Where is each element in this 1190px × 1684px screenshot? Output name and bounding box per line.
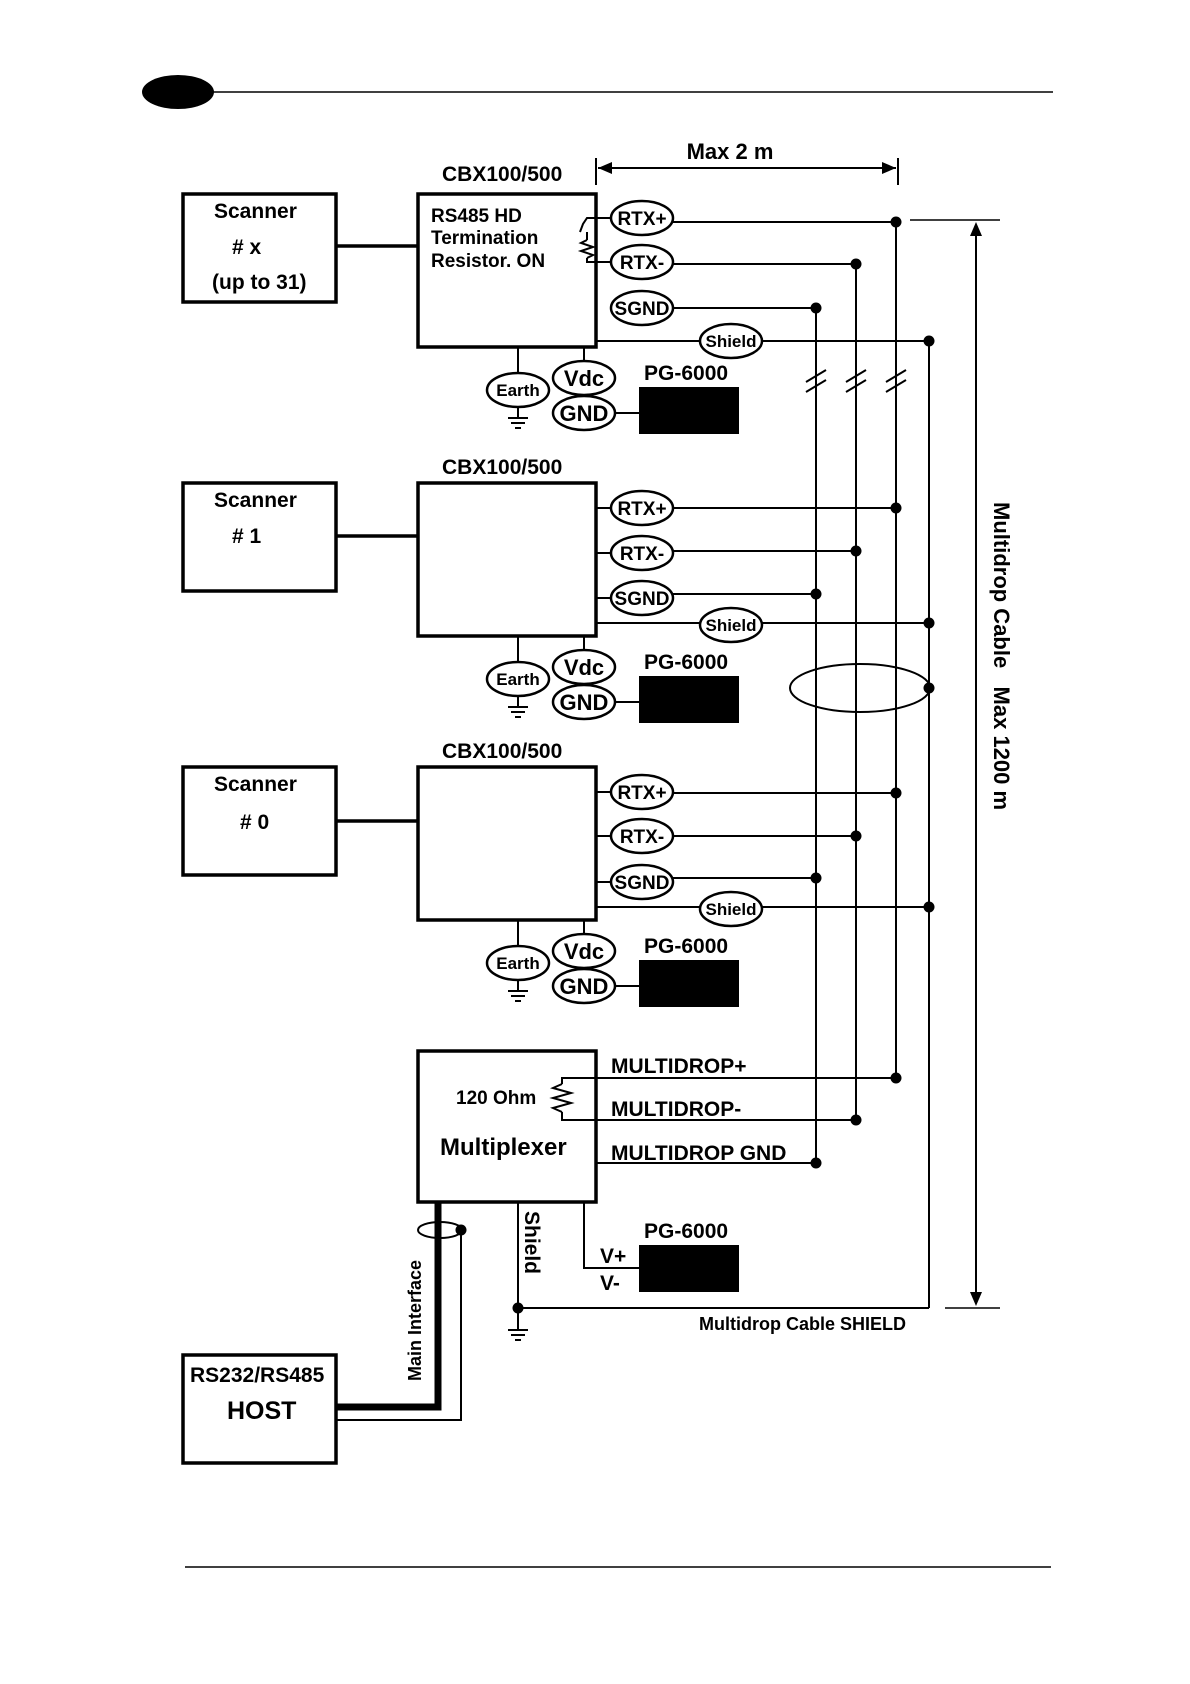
cbx-x-rtx-plus-terminal bbox=[609, 199, 675, 237]
multiplexer-box bbox=[416, 1049, 598, 1204]
cbx-0-box bbox=[416, 765, 598, 922]
multidrop-gnd-label: MULTIDROP GND bbox=[611, 1142, 786, 1165]
v-plus-label: V+ bbox=[600, 1245, 626, 1268]
svg-text:GND: GND bbox=[560, 401, 609, 426]
cbx-1-shield-terminal bbox=[698, 606, 764, 644]
multiplexer-label: Multiplexer bbox=[440, 1134, 567, 1161]
dimension-max-1200m: Multidrop Cable Max 1200 m bbox=[910, 219, 1014, 1309]
scanner-x-label-1: Scanner bbox=[214, 200, 297, 223]
svg-text:Earth: Earth bbox=[496, 670, 539, 689]
svg-text:RTX-: RTX- bbox=[620, 253, 664, 274]
svg-text:# 0: # 0 bbox=[240, 811, 269, 834]
node-scanner-1: Scanner # 1 CBX100/500 RTX+ RTX- SGND Sh… bbox=[181, 456, 935, 723]
cbx-x-box bbox=[416, 192, 598, 349]
pg6000-1-label: PG-6000 bbox=[644, 651, 728, 674]
svg-text:Earth: Earth bbox=[496, 954, 539, 973]
cbx-x-rtx-minus-terminal bbox=[609, 243, 675, 281]
host-label-2: HOST bbox=[227, 1397, 296, 1425]
cbx-0-shield-terminal bbox=[698, 890, 764, 928]
svg-text:RTX+: RTX+ bbox=[617, 783, 666, 804]
dimension-max-2m: Max 2 m bbox=[595, 139, 899, 185]
svg-text:GND: GND bbox=[560, 690, 609, 715]
svg-text:Vdc: Vdc bbox=[564, 939, 604, 964]
multidrop-minus-label: MULTIDROP- bbox=[611, 1098, 741, 1121]
svg-text:RTX+: RTX+ bbox=[617, 209, 666, 230]
svg-text:Scanner: Scanner bbox=[214, 773, 297, 796]
bus-trunks bbox=[789, 222, 931, 1308]
v-minus-label: V- bbox=[600, 1272, 620, 1295]
cbx-x-label: CBX100/500 bbox=[442, 163, 562, 186]
svg-text:RTX+: RTX+ bbox=[617, 499, 666, 520]
termination-line-3: Resistor. ON bbox=[431, 251, 545, 272]
termination-line-2: Termination bbox=[431, 228, 538, 249]
scanner-x-label-2: # x bbox=[232, 236, 262, 259]
pg6000-mux-block bbox=[639, 1245, 739, 1292]
page-tab-marker bbox=[142, 75, 214, 109]
resistor-120-ohm-label: 120 Ohm bbox=[456, 1088, 536, 1109]
svg-text:# 1: # 1 bbox=[232, 525, 262, 548]
svg-text:Shield: Shield bbox=[705, 616, 756, 635]
svg-text:SGND: SGND bbox=[615, 873, 670, 894]
main-interface-label: Main Interface bbox=[405, 1260, 425, 1381]
scanner-1-box bbox=[181, 481, 338, 593]
cbx-1-box bbox=[416, 481, 598, 638]
pg6000-x-block bbox=[639, 387, 739, 434]
svg-text:RTX-: RTX- bbox=[620, 544, 664, 565]
svg-text:Vdc: Vdc bbox=[564, 366, 604, 391]
svg-text:Earth: Earth bbox=[496, 381, 539, 400]
svg-text:GND: GND bbox=[560, 974, 609, 999]
svg-text:RTX-: RTX- bbox=[620, 827, 664, 848]
multidrop-plus-label: MULTIDROP+ bbox=[611, 1055, 747, 1078]
pg6000-1-block bbox=[639, 676, 739, 723]
svg-text:Vdc: Vdc bbox=[564, 655, 604, 680]
scanner-0-box bbox=[181, 765, 338, 877]
node-scanner-0: Scanner # 0 CBX100/500 RTX+ RTX- SGND Sh… bbox=[181, 740, 935, 1007]
multidrop-cable-label: Multidrop Cable Max 1200 m bbox=[989, 502, 1014, 810]
multiplexer-node: 120 Ohm Multiplexer MULTIDROP+ MULTIDROP… bbox=[416, 1049, 929, 1341]
cbx-0-label: CBX100/500 bbox=[442, 740, 562, 763]
pg6000-0-label: PG-6000 bbox=[644, 935, 728, 958]
svg-text:Shield: Shield bbox=[705, 900, 756, 919]
host-label-1: RS232/RS485 bbox=[190, 1364, 325, 1387]
pg6000-mux-label: PG-6000 bbox=[644, 1220, 728, 1243]
node-scanner-x: Scanner # x (up to 31) CBX100/500 RS485 … bbox=[181, 163, 935, 434]
max-2m-label: Max 2 m bbox=[687, 139, 774, 164]
host-node: RS232/RS485 HOST Main Interface bbox=[181, 1202, 467, 1465]
termination-line-1: RS485 HD bbox=[431, 206, 522, 227]
pg6000-x-label: PG-6000 bbox=[644, 362, 728, 385]
svg-text:Shield: Shield bbox=[705, 332, 756, 351]
scanner-x-label-3: (up to 31) bbox=[212, 271, 307, 294]
scanner-x-box bbox=[181, 192, 338, 304]
svg-text:SGND: SGND bbox=[615, 589, 670, 610]
svg-text:SGND: SGND bbox=[615, 299, 670, 320]
svg-text:Scanner: Scanner bbox=[214, 489, 297, 512]
cable-bundle-marker bbox=[789, 663, 931, 713]
main-interface-shield-marker bbox=[417, 1221, 463, 1239]
multidrop-cable-shield-label: Multidrop Cable SHIELD bbox=[699, 1314, 906, 1334]
cbx-1-label: CBX100/500 bbox=[442, 456, 562, 479]
pg6000-0-block bbox=[639, 960, 739, 1007]
multiplexer-shield-label: Shield bbox=[520, 1211, 543, 1274]
